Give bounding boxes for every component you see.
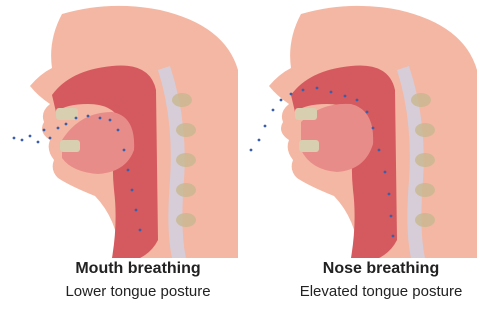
nose-breathing-illustration: [239, 0, 477, 258]
nose-breathing-panel: Nose breathing Elevated tongue posture: [239, 0, 477, 325]
panel-subtitle: Lower tongue posture: [28, 282, 248, 302]
mouth-breathing-panel: Mouth breathing Lower tongue posture: [0, 0, 238, 325]
panel-title: Mouth breathing: [28, 260, 248, 278]
mouth-breathing-illustration: [0, 0, 238, 258]
panel-subtitle: Elevated tongue posture: [271, 282, 477, 302]
panel-title: Nose breathing: [271, 260, 477, 278]
